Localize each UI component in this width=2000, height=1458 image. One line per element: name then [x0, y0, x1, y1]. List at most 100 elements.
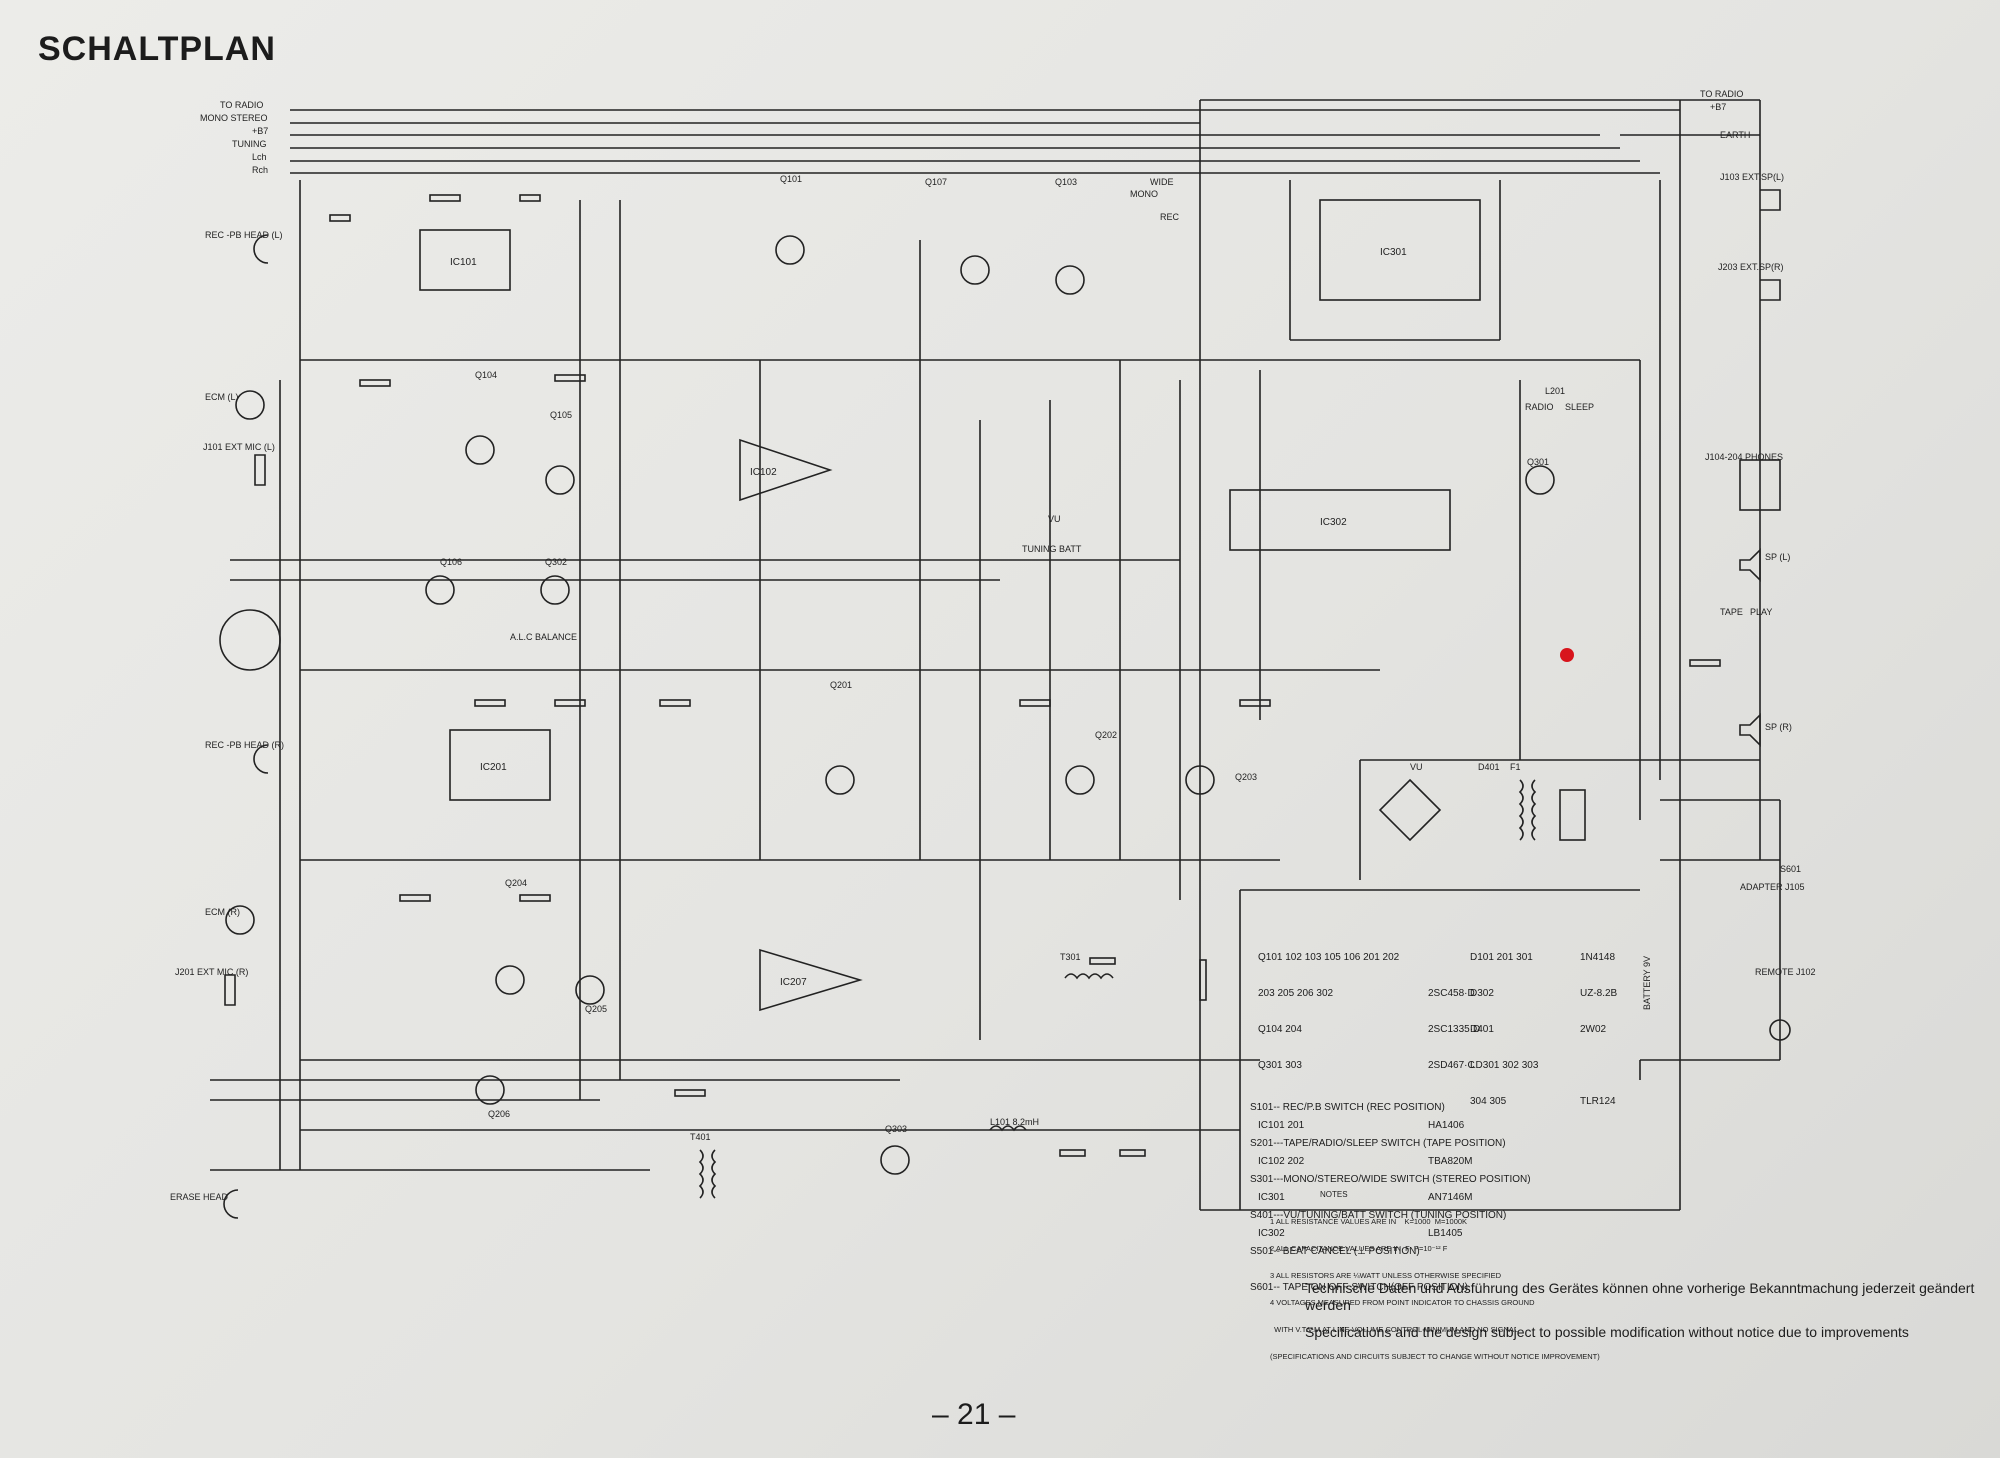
wiring-grid: [210, 100, 1781, 1211]
list-item: S501-- BEAT CANCEL (⊥ POSITION): [1250, 1246, 1420, 1257]
parts-row: LD301 302 303: [1470, 1060, 1539, 1071]
ic207-block: IC207: [759, 948, 863, 1012]
bus-label-rch: Rch: [252, 165, 268, 175]
bus-label-earth: EARTH: [1720, 130, 1750, 140]
svg-text:J104-204 PHONES: J104-204 PHONES: [1705, 452, 1783, 462]
list-item: S401---VU/TUNING/BATT SWITCH (TUNING POS…: [1250, 1210, 1507, 1221]
svg-text:REC -PB HEAD (L): REC -PB HEAD (L): [205, 230, 283, 240]
svg-text:VU: VU: [1410, 762, 1423, 772]
disclaimer-german: Technische Daten und Ausführung des Gerä…: [1305, 1280, 1975, 1313]
disclaimer: Technische Daten und Ausführung des Gerä…: [1305, 1280, 1975, 1351]
svg-text:BATTERY 9V: BATTERY 9V: [1642, 956, 1652, 1010]
top-bus-lines: [290, 99, 1760, 1210]
radio-label: L201: [1545, 386, 1565, 396]
transformers-coils: T401 F1 VU D401 T301 L101 8.2mH: [690, 762, 1586, 1199]
transistors: Q101 Q107 Q103 Q104 Q105 Q106 Q302 Q201 …: [425, 174, 1555, 1175]
svg-text:J103 EXT.SP(L): J103 EXT.SP(L): [1720, 172, 1784, 182]
input-connectors: REC -PB HEAD (L) ECM (L) J101 EXT MIC (L…: [170, 230, 284, 1219]
list-item: WITH V.T.V.M AT LINE VOLUME CONTROL MINI…: [1270, 1325, 1519, 1334]
svg-text:L101 8.2mH: L101 8.2mH: [990, 1117, 1039, 1127]
svg-text:Q103: Q103: [1055, 177, 1077, 187]
svg-text:Q107: Q107: [925, 177, 947, 187]
svg-text:Q105: Q105: [550, 410, 572, 420]
svg-text:Q104: Q104: [475, 370, 497, 380]
list-item: 1 ALL RESISTANCE VALUES ARE IN K=1000 M=…: [1270, 1217, 1468, 1226]
svg-text:J201 EXT MIC (R): J201 EXT MIC (R): [175, 967, 248, 977]
play-label: TAPE: [1720, 607, 1743, 617]
svg-text:D401: D401: [1478, 762, 1500, 772]
svg-text:SP (R): SP (R): [1765, 722, 1792, 732]
parts-table: Q101 102 103 105 106 201 202 203 205 206…: [1258, 928, 1548, 1264]
svg-text:REMOTE J102: REMOTE J102: [1755, 967, 1816, 977]
svg-text:Q301: Q301: [1527, 457, 1549, 467]
output-connectors: J103 EXT.SP(L) J203 EXT.SP(R) J104-204 P…: [1642, 172, 1816, 1041]
svg-text:REC -PB HEAD (R): REC -PB HEAD (R): [205, 740, 284, 750]
tuning-batt-label: TUNING BATT: [1022, 544, 1082, 554]
bus-label-b7: +B7: [252, 126, 268, 136]
list-item: 2 ALL CAPACITANCE VALUES ARE IN F P=10⁻¹…: [1270, 1244, 1448, 1253]
switch-list: S101-- REC/P.B SWITCH (REC POSITION) S20…: [1250, 1078, 1531, 1318]
svg-text:Q205: Q205: [585, 1004, 607, 1014]
svg-text:IC102: IC102: [750, 467, 777, 478]
wide-label: REC: [1160, 212, 1180, 222]
svg-text:F1: F1: [1510, 762, 1521, 772]
bus-label-to-radio: TO RADIO: [220, 100, 263, 110]
bus-label-mono-stereo: MONO STEREO: [200, 113, 268, 123]
svg-text:ECM (R): ECM (R): [205, 907, 240, 917]
list-item: 4 VOLTAGES MEASURED FROM POINT INDICATOR…: [1270, 1298, 1535, 1307]
disclaimer-english: Specifications and the design subject to…: [1305, 1324, 1909, 1340]
svg-text:Q302: Q302: [545, 557, 567, 567]
bus-label-to-radio-right: TO RADIO: [1700, 89, 1743, 99]
bus-label-lch: Lch: [252, 152, 267, 162]
bus-label-b7-right: +B7: [1710, 102, 1726, 112]
svg-text:IC302: IC302: [1320, 517, 1347, 528]
svg-text:Q106: Q106: [440, 557, 462, 567]
mono-label: WIDE: [1150, 177, 1174, 187]
ic101-block: IC101: [419, 229, 511, 291]
svg-text:T301: T301: [1060, 952, 1081, 962]
list-item: S601-- TAPE ON OFF SWITCH(OFF POSITION): [1250, 1282, 1468, 1293]
notes-title: NOTES: [1320, 1190, 1348, 1199]
svg-text:Q206: Q206: [488, 1109, 510, 1119]
vu-label: VU: [1048, 514, 1061, 524]
alc-balance-label: A.L.C BALANCE: [510, 632, 577, 642]
svg-text:ADAPTER J105: ADAPTER J105: [1740, 882, 1805, 892]
parts-row: Q101 102 103 105 106 201 202: [1258, 952, 1400, 963]
svg-text:ERASE HEAD: ERASE HEAD: [170, 1192, 229, 1202]
list-item: S101-- REC/P.B SWITCH (REC POSITION): [1250, 1102, 1445, 1113]
sleep-label: RADIO: [1525, 402, 1554, 412]
list-item: S301---MONO/STEREO/WIDE SWITCH (STEREO P…: [1250, 1174, 1531, 1185]
ic102-block: IC102: [739, 438, 833, 502]
page-number: – 21 –: [932, 1398, 1016, 1431]
rec-label: PLAY: [1750, 607, 1772, 617]
svg-text:SP (L): SP (L): [1765, 552, 1790, 562]
svg-text:Q303: Q303: [885, 1124, 907, 1134]
svg-text:IC301: IC301: [1380, 247, 1407, 258]
stereo-label: MONO: [1130, 189, 1158, 199]
svg-text:J203 EXT.SP(R): J203 EXT.SP(R): [1718, 262, 1784, 272]
ic302-block: IC302: [1229, 489, 1451, 551]
svg-text:Q201: Q201: [830, 680, 852, 690]
component-dashes: [329, 194, 1721, 1157]
red-marker-dot: [1560, 648, 1574, 662]
list-item: (SPECIFICATIONS AND CIRCUITS SUBJECT TO …: [1270, 1352, 1600, 1361]
tape-label: SLEEP: [1565, 402, 1594, 412]
list-item: S201---TAPE/RADIO/SLEEP SWITCH (TAPE POS…: [1250, 1138, 1506, 1149]
svg-text:IC101: IC101: [450, 257, 477, 268]
list-item: 3 ALL RESISTORS ARE ¼WATT UNLESS OTHERWI…: [1270, 1271, 1502, 1280]
svg-text:ECM (L): ECM (L): [205, 392, 239, 402]
